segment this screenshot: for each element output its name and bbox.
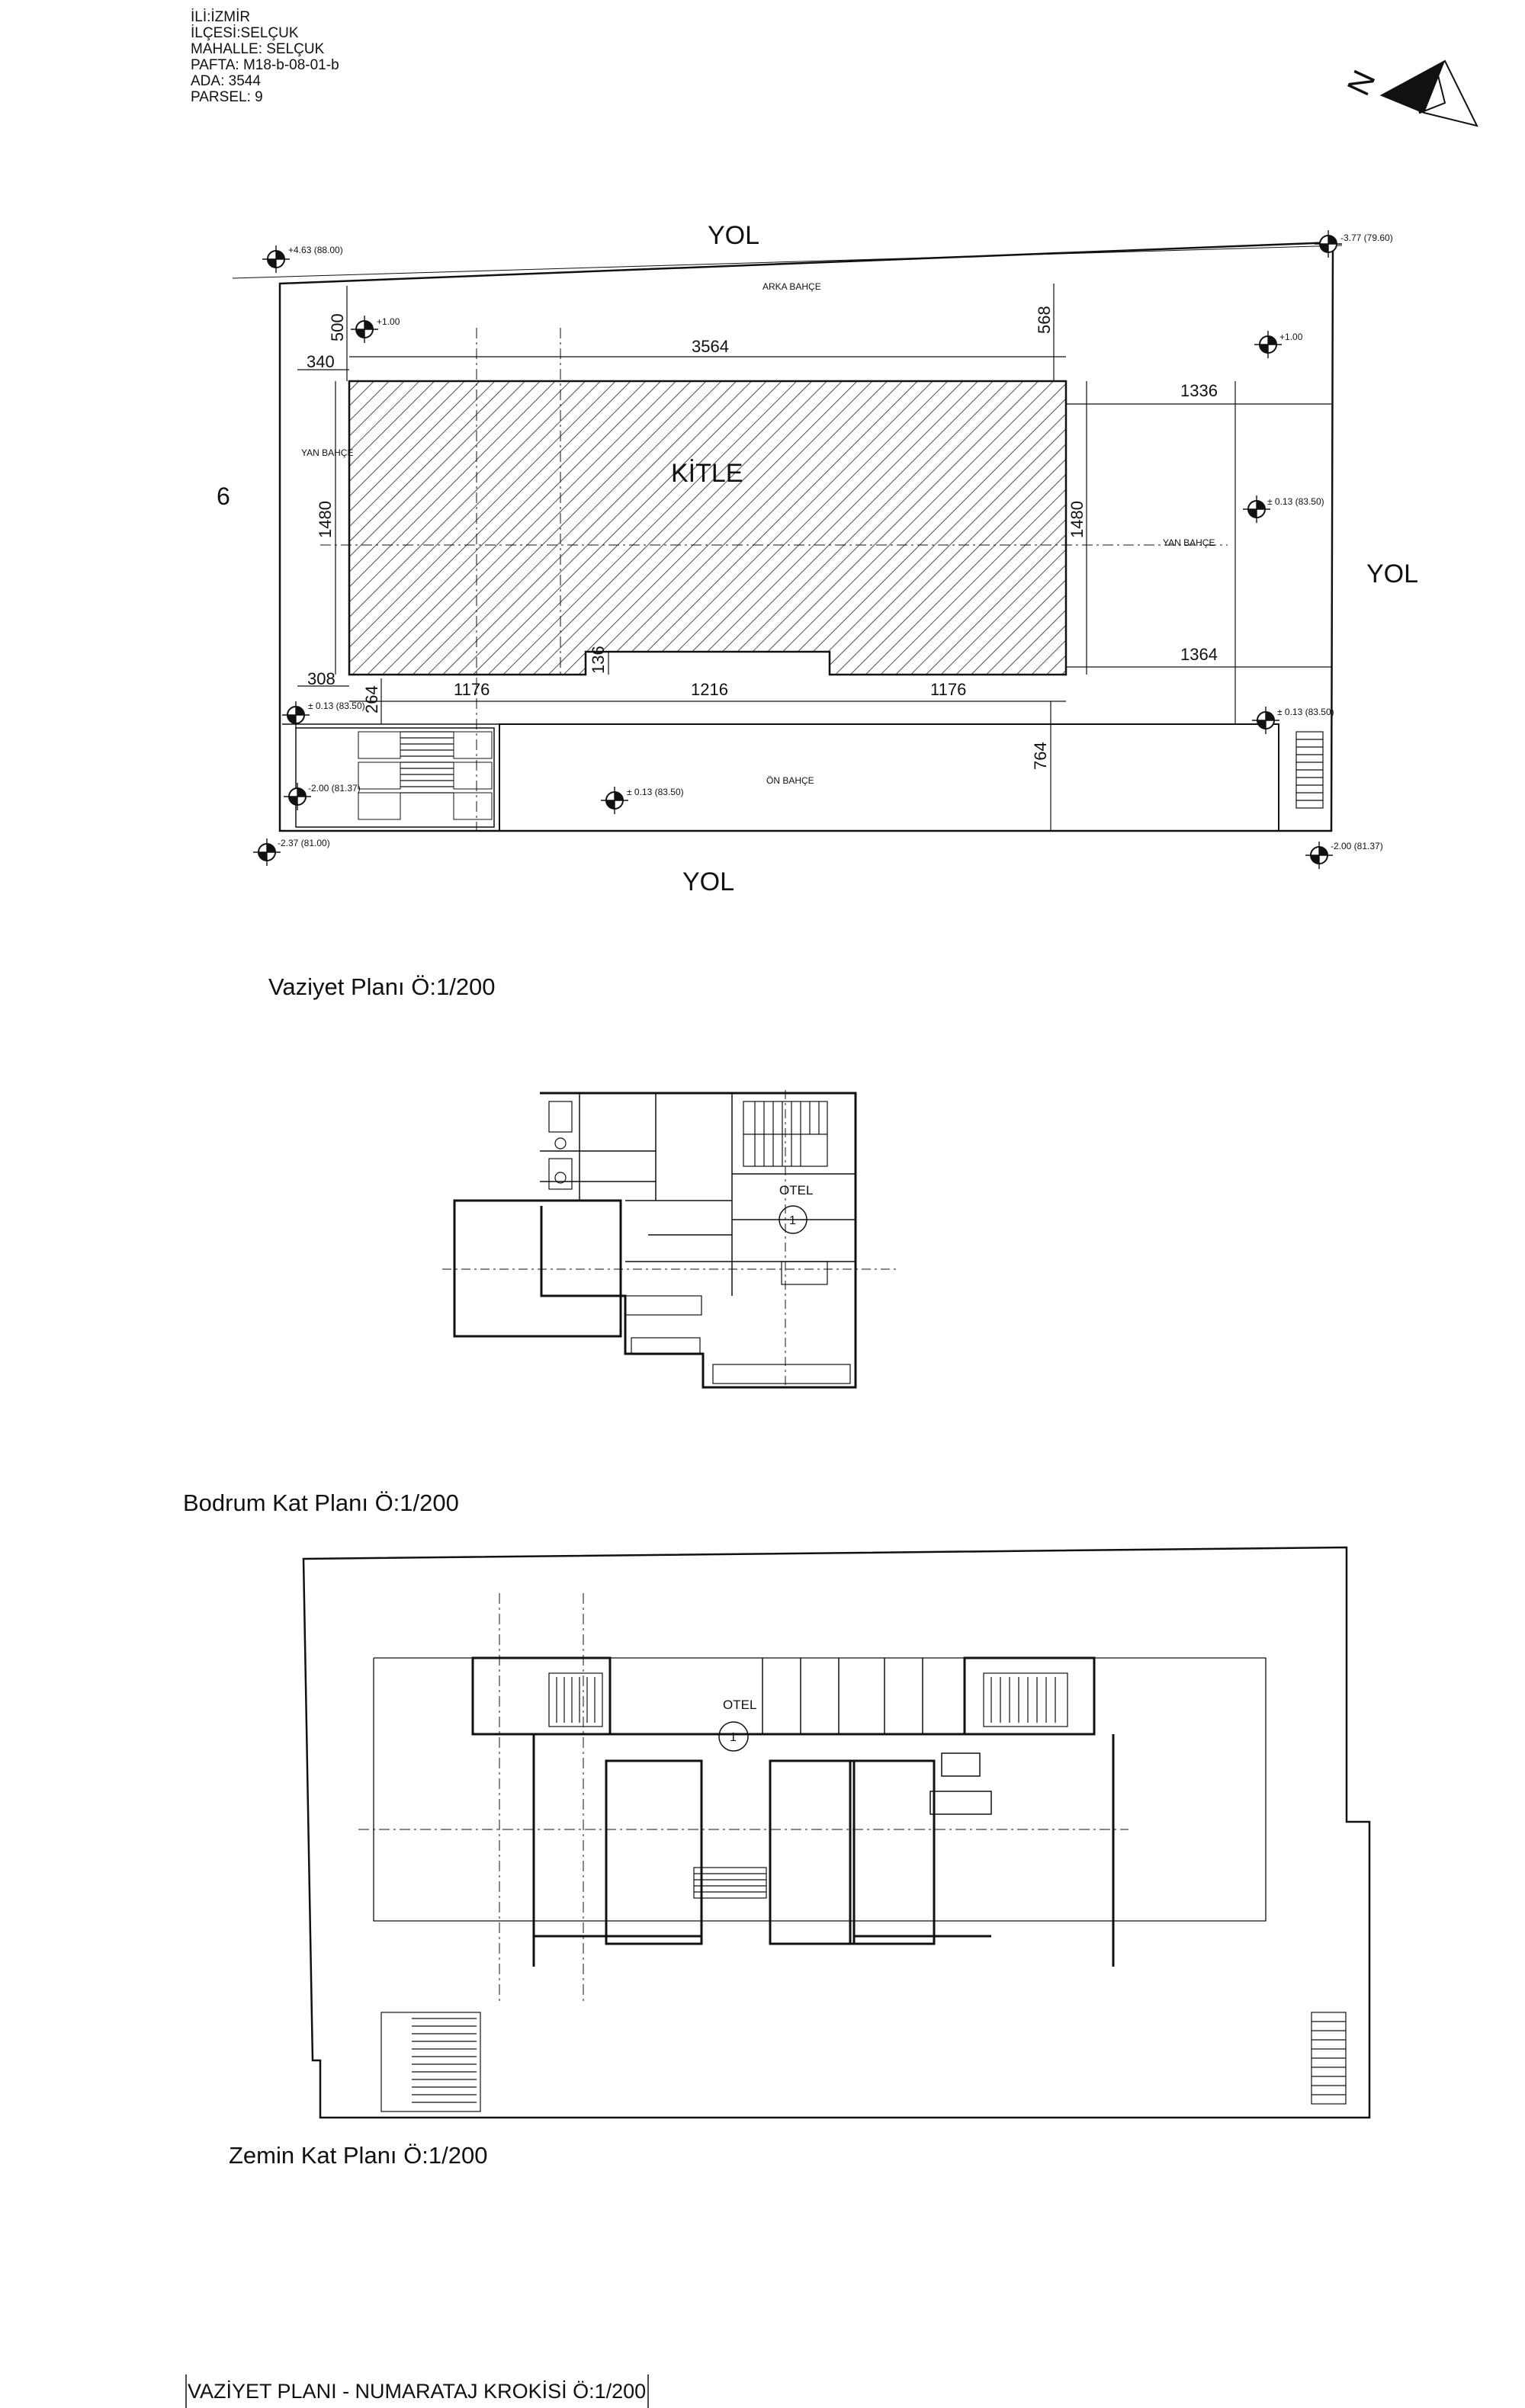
dim-264: 264 xyxy=(362,685,381,713)
basement-plan xyxy=(442,1090,896,1389)
level-5: ± 0.13 (83.50) xyxy=(1267,496,1324,507)
north-label: N xyxy=(1340,65,1382,101)
basement-otel-label: OTEL xyxy=(779,1183,813,1198)
side-garden-left-label: YAN BAHÇE xyxy=(301,447,353,458)
dim-1176-right: 1176 xyxy=(930,680,966,699)
ground-otel-label: OTEL xyxy=(723,1698,756,1712)
dim-1216: 1216 xyxy=(691,680,728,699)
header-pafta: PAFTA: M18-b-08-01-b xyxy=(191,57,339,73)
ground-number: 1 xyxy=(730,1731,737,1744)
ground-plan-title: Zemin Kat Planı Ö:1/200 xyxy=(229,2142,488,2169)
road-top-label: YOL xyxy=(708,221,759,250)
road-right-label: YOL xyxy=(1366,560,1418,588)
site-plan-texts: YOL YOL YOL 6 KİTLE ARKA BAHÇE YAN BAHÇE… xyxy=(217,221,1418,896)
level-8: ± 0.13 (83.50) xyxy=(627,787,684,797)
back-garden-label: ARKA BAHÇE xyxy=(762,281,821,292)
basement-plan-title: Bodrum Kat Planı Ö:1/200 xyxy=(183,1489,459,1516)
level-6: ± 0.13 (83.50) xyxy=(308,701,365,711)
level-3: +1.00 xyxy=(377,316,400,327)
dim-500: 500 xyxy=(328,313,347,341)
dim-568: 568 xyxy=(1035,306,1054,334)
dim-1176-left: 1176 xyxy=(454,680,490,699)
level-4: +1.00 xyxy=(1279,332,1303,342)
north-arrow-icon: N xyxy=(1340,59,1478,127)
dim-764: 764 xyxy=(1031,742,1050,770)
neighbor-parcel-label: 6 xyxy=(217,483,230,510)
site-plan-title: Vaziyet Planı Ö:1/200 xyxy=(268,973,496,1000)
dim-3564: 3564 xyxy=(692,337,729,356)
header-ilce: İLÇESİ:SELÇUK xyxy=(191,25,299,41)
header-mahalle: MAHALLE: SELÇUK xyxy=(191,41,325,57)
mass-label: KİTLE xyxy=(671,459,743,488)
level-7: ± 0.13 (83.50) xyxy=(1277,707,1334,717)
dim-1480-right: 1480 xyxy=(1068,501,1087,538)
footer-frame xyxy=(185,2374,649,2408)
basement-labels: OTEL 1 xyxy=(779,1183,813,1227)
header-parsel: PARSEL: 9 xyxy=(191,89,263,105)
header-info: İLİ:İZMİR İLÇESİ:SELÇUK MAHALLE: SELÇUK … xyxy=(191,9,339,105)
site-plan xyxy=(232,241,1343,832)
basement-number: 1 xyxy=(789,1214,796,1227)
level-10: -2.37 (81.00) xyxy=(278,838,330,848)
header-il: İLİ:İZMİR xyxy=(191,9,251,25)
dim-340: 340 xyxy=(307,352,335,371)
header-ada: ADA: 3544 xyxy=(191,73,261,89)
footer-title: VAZİYET PLANI - NUMARATAJ KROKİSİ Ö:1/20… xyxy=(188,2380,647,2403)
dim-1480-left: 1480 xyxy=(316,501,335,538)
level-9: -2.00 (81.37) xyxy=(308,783,361,794)
dim-1364: 1364 xyxy=(1180,645,1218,664)
level-1: +4.63 (88.00) xyxy=(288,245,343,255)
level-11: -2.00 (81.37) xyxy=(1331,841,1383,851)
ground-labels: OTEL 1 xyxy=(723,1698,756,1744)
ground-plan xyxy=(302,1546,1371,2119)
road-bottom-label: YOL xyxy=(682,867,734,896)
front-garden-label: ÖN BAHÇE xyxy=(766,775,814,786)
level-2: -3.77 (79.60) xyxy=(1340,232,1393,243)
side-garden-right-label: YAN BAHÇE xyxy=(1163,537,1215,548)
building-mass xyxy=(348,380,1068,676)
dim-308: 308 xyxy=(307,669,336,688)
dim-1336: 1336 xyxy=(1180,381,1218,400)
dim-136: 136 xyxy=(589,646,608,674)
